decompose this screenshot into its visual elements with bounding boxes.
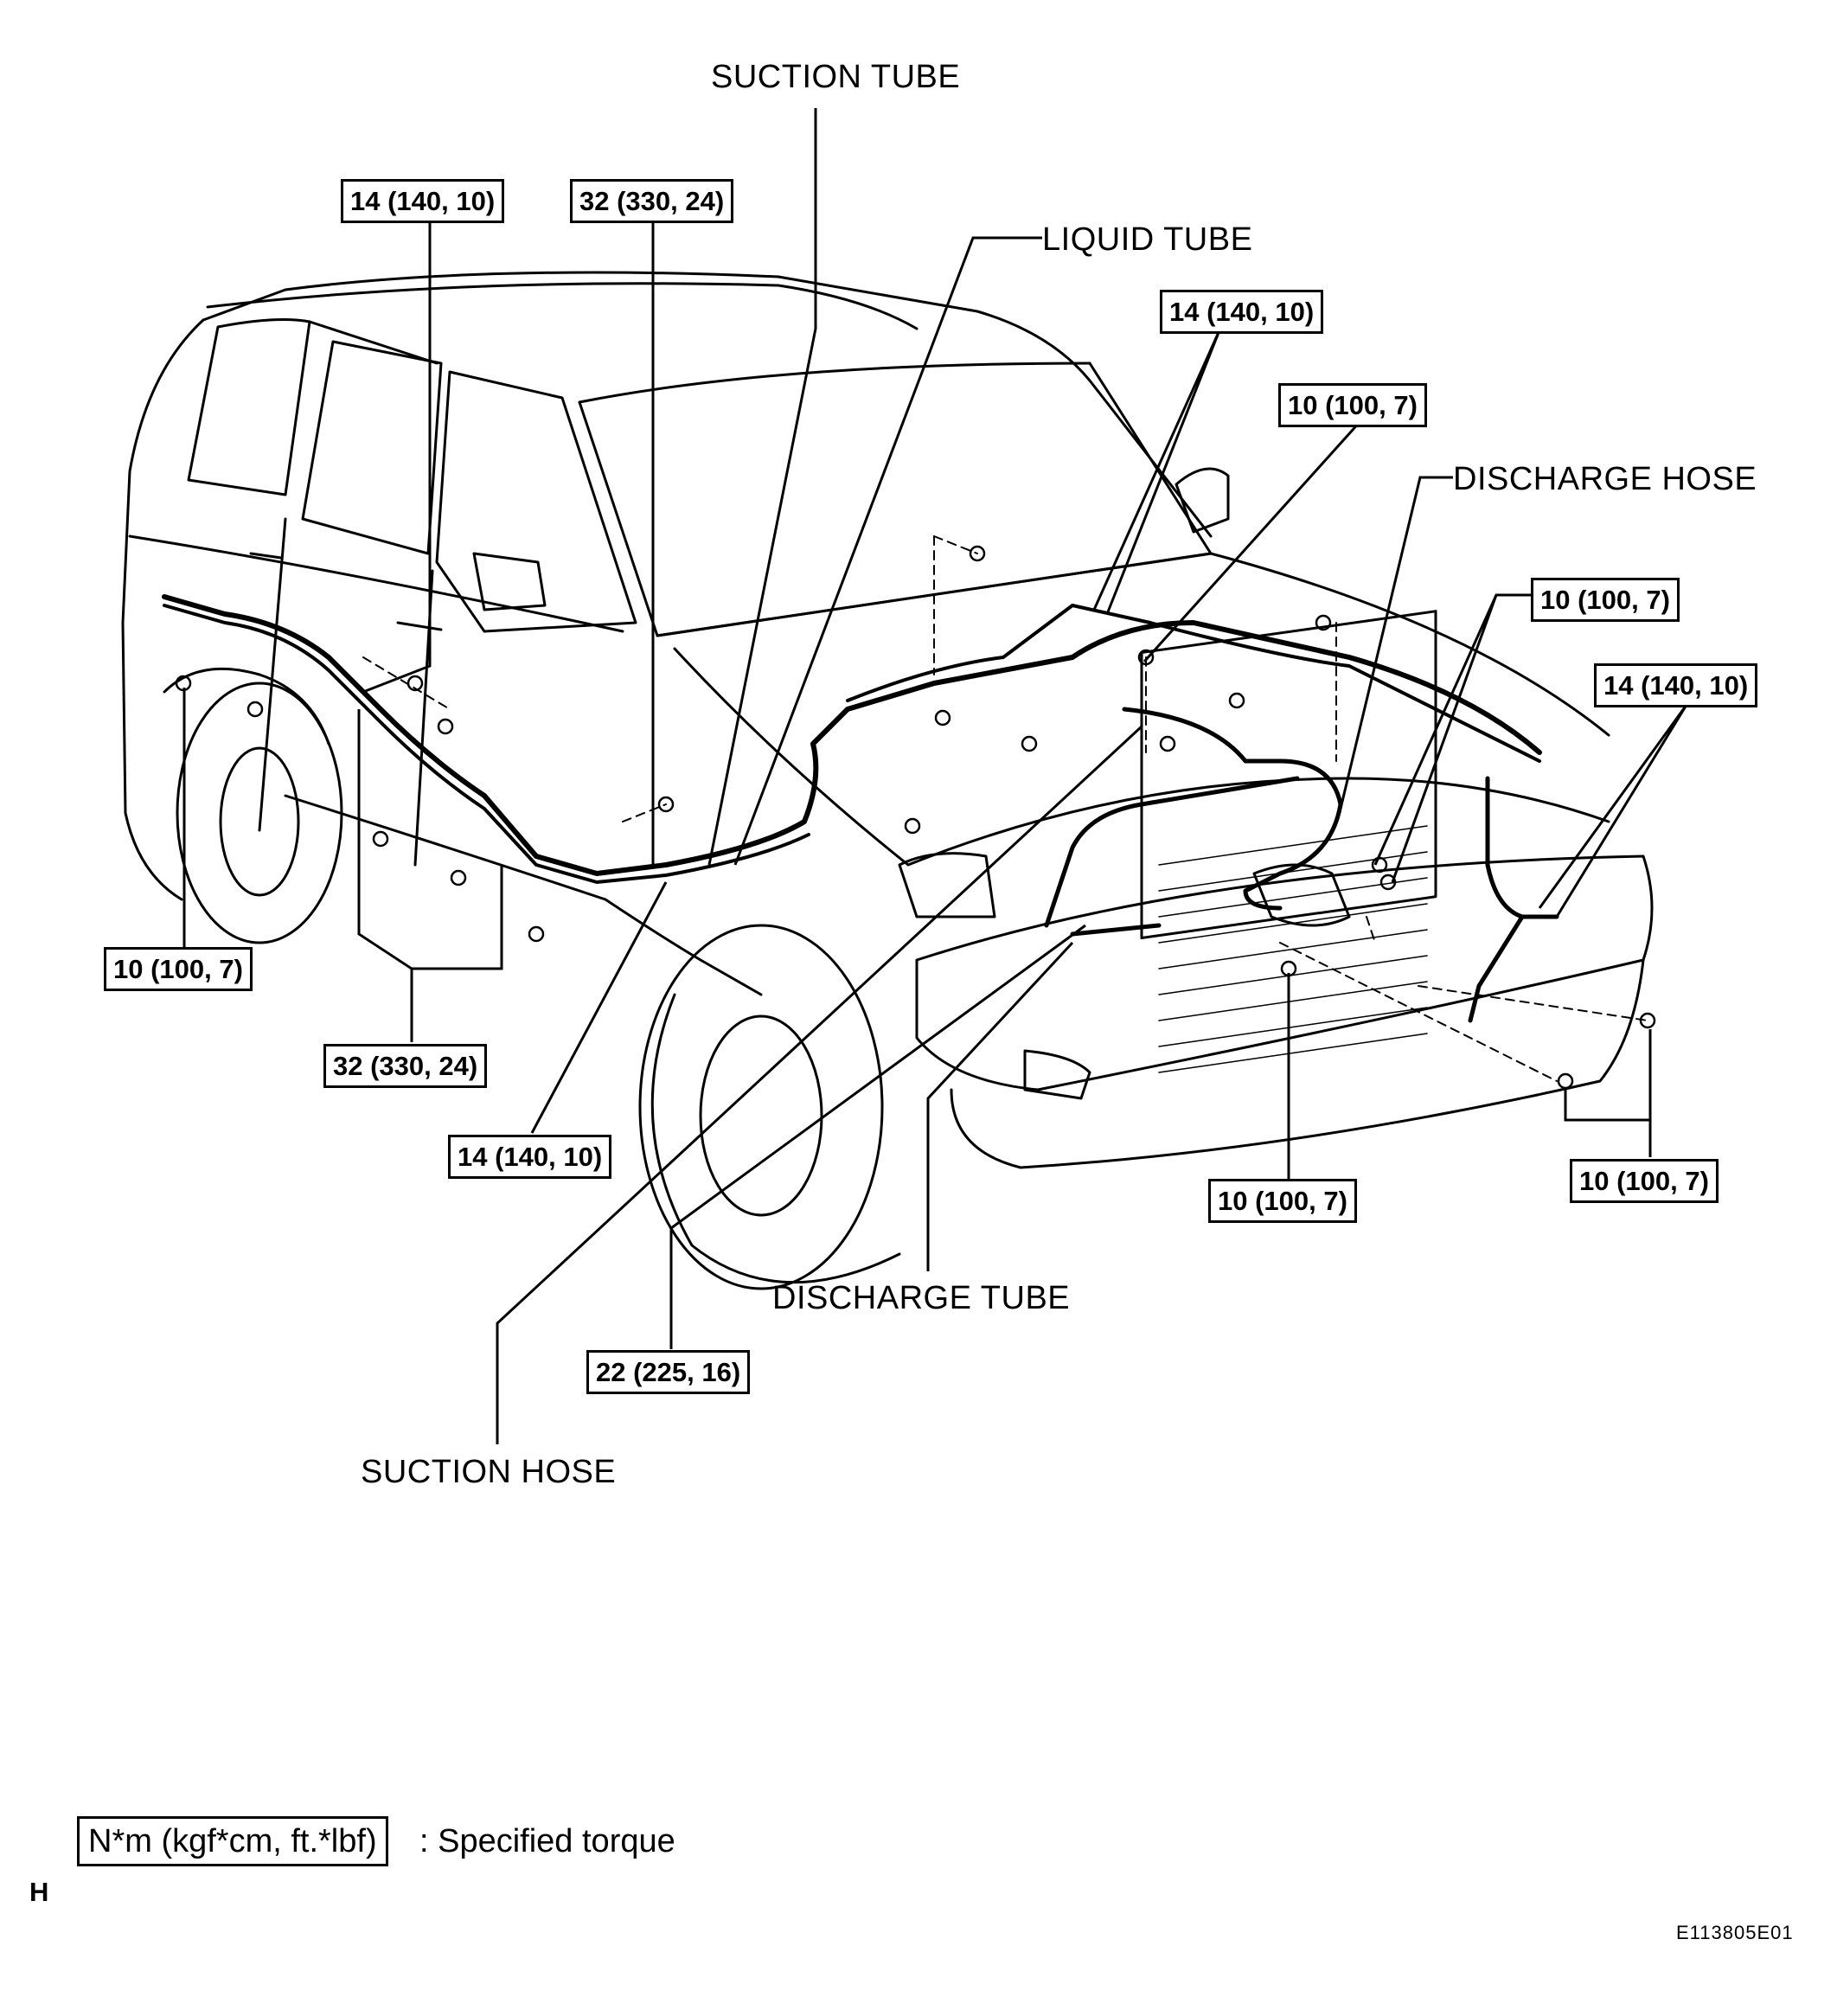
corner-marker: H <box>29 1877 49 1907</box>
leader-t11 <box>1564 1029 1652 1157</box>
headlight <box>898 852 996 918</box>
hood-outline <box>656 552 1610 737</box>
hood-crease <box>673 647 910 867</box>
windshield-top <box>578 362 1091 404</box>
door-handle-front <box>396 621 443 631</box>
torque-box: 14 (140, 10) <box>448 1135 612 1179</box>
leader-t12 <box>669 924 1086 1349</box>
torque-box: 10 (100, 7) <box>1570 1159 1719 1203</box>
front-wheel-hub <box>699 1014 823 1217</box>
leader-discharge-tube <box>926 941 1074 1271</box>
rear-wheel-arch <box>163 667 330 746</box>
discharge-tube-label: DISCHARGE TUBE <box>772 1280 1071 1316</box>
compressor <box>1252 863 1351 927</box>
leader-t6 <box>1538 704 1688 918</box>
front-tire-outline <box>650 993 901 1284</box>
rear-wheel-hub <box>219 746 300 897</box>
side-belt-line <box>128 534 624 633</box>
leader-t5 <box>1373 593 1531 883</box>
leader-suction-hose <box>496 725 1143 1444</box>
discharge-hose-run <box>1122 707 1343 911</box>
door-line-rear <box>258 517 287 832</box>
leader-liquid-tube <box>733 236 1042 866</box>
rear-window <box>187 318 311 496</box>
torque-box: 14 (140, 10) <box>1160 290 1324 334</box>
suction-tube-label: SUCTION TUBE <box>711 59 961 95</box>
liquid-tube-run <box>163 604 810 884</box>
torque-box: 32 (330, 24) <box>323 1044 488 1088</box>
front-fender <box>604 898 763 996</box>
discharge-tube-run <box>1044 776 1300 937</box>
torque-box: 10 (100, 7) <box>104 947 253 991</box>
right-mirror <box>1175 467 1230 534</box>
body-side-upper <box>121 318 205 624</box>
fog-light <box>1023 1049 1091 1100</box>
suction-hose-label: SUCTION HOSE <box>361 1454 617 1490</box>
torque-box: 22 (225, 16) <box>586 1350 751 1394</box>
condenser <box>1140 610 1437 940</box>
torque-box: 14 (140, 10) <box>341 179 505 223</box>
leader-t4 <box>1143 419 1362 663</box>
rear-door-window <box>301 340 443 555</box>
torque-box: 10 (100, 7) <box>1531 578 1680 622</box>
hood-front-edge <box>906 777 1610 867</box>
right-side-pipe <box>1468 776 1559 1023</box>
liquid-tube-label: LIQUID TUBE <box>1042 221 1253 258</box>
windshield <box>578 362 1213 637</box>
side-mirror <box>472 552 547 611</box>
b-pillar <box>308 320 438 365</box>
rear-wheel <box>176 682 343 944</box>
bumper-lower <box>950 958 1645 1169</box>
leader-t9 <box>530 881 668 1134</box>
legend-unit-box: N*m (kgf*cm, ft.*lbf) <box>77 1816 388 1866</box>
leader-t8 <box>357 709 503 1042</box>
figure-code: E113805E01 <box>1676 1922 1794 1943</box>
bolts <box>175 545 1656 1090</box>
torque-box: 10 (100, 7) <box>1278 383 1427 427</box>
body-rear-edge <box>121 621 183 901</box>
legend-description: : Specified torque <box>419 1823 675 1859</box>
front-wheel <box>638 924 884 1290</box>
front-door-window <box>435 370 637 633</box>
torque-box: 10 (100, 7) <box>1208 1179 1357 1223</box>
leader-suction-tube <box>707 108 817 866</box>
roof-rack-line <box>206 282 918 330</box>
roof-outline <box>202 271 1213 538</box>
suction-tube-run <box>162 594 1542 876</box>
leader-discharge-hose <box>1339 476 1453 810</box>
door-handle-rear <box>249 552 283 560</box>
torque-box: 14 (140, 10) <box>1594 663 1758 707</box>
dashed-locators <box>362 535 1648 1082</box>
liquid-tube-upper <box>846 604 1541 763</box>
torque-box: 32 (330, 24) <box>570 179 734 223</box>
leader-t1 <box>362 216 432 694</box>
discharge-hose-label: DISCHARGE HOSE <box>1453 461 1757 497</box>
leader-t3 <box>1092 330 1221 615</box>
side-rocker <box>284 794 607 901</box>
